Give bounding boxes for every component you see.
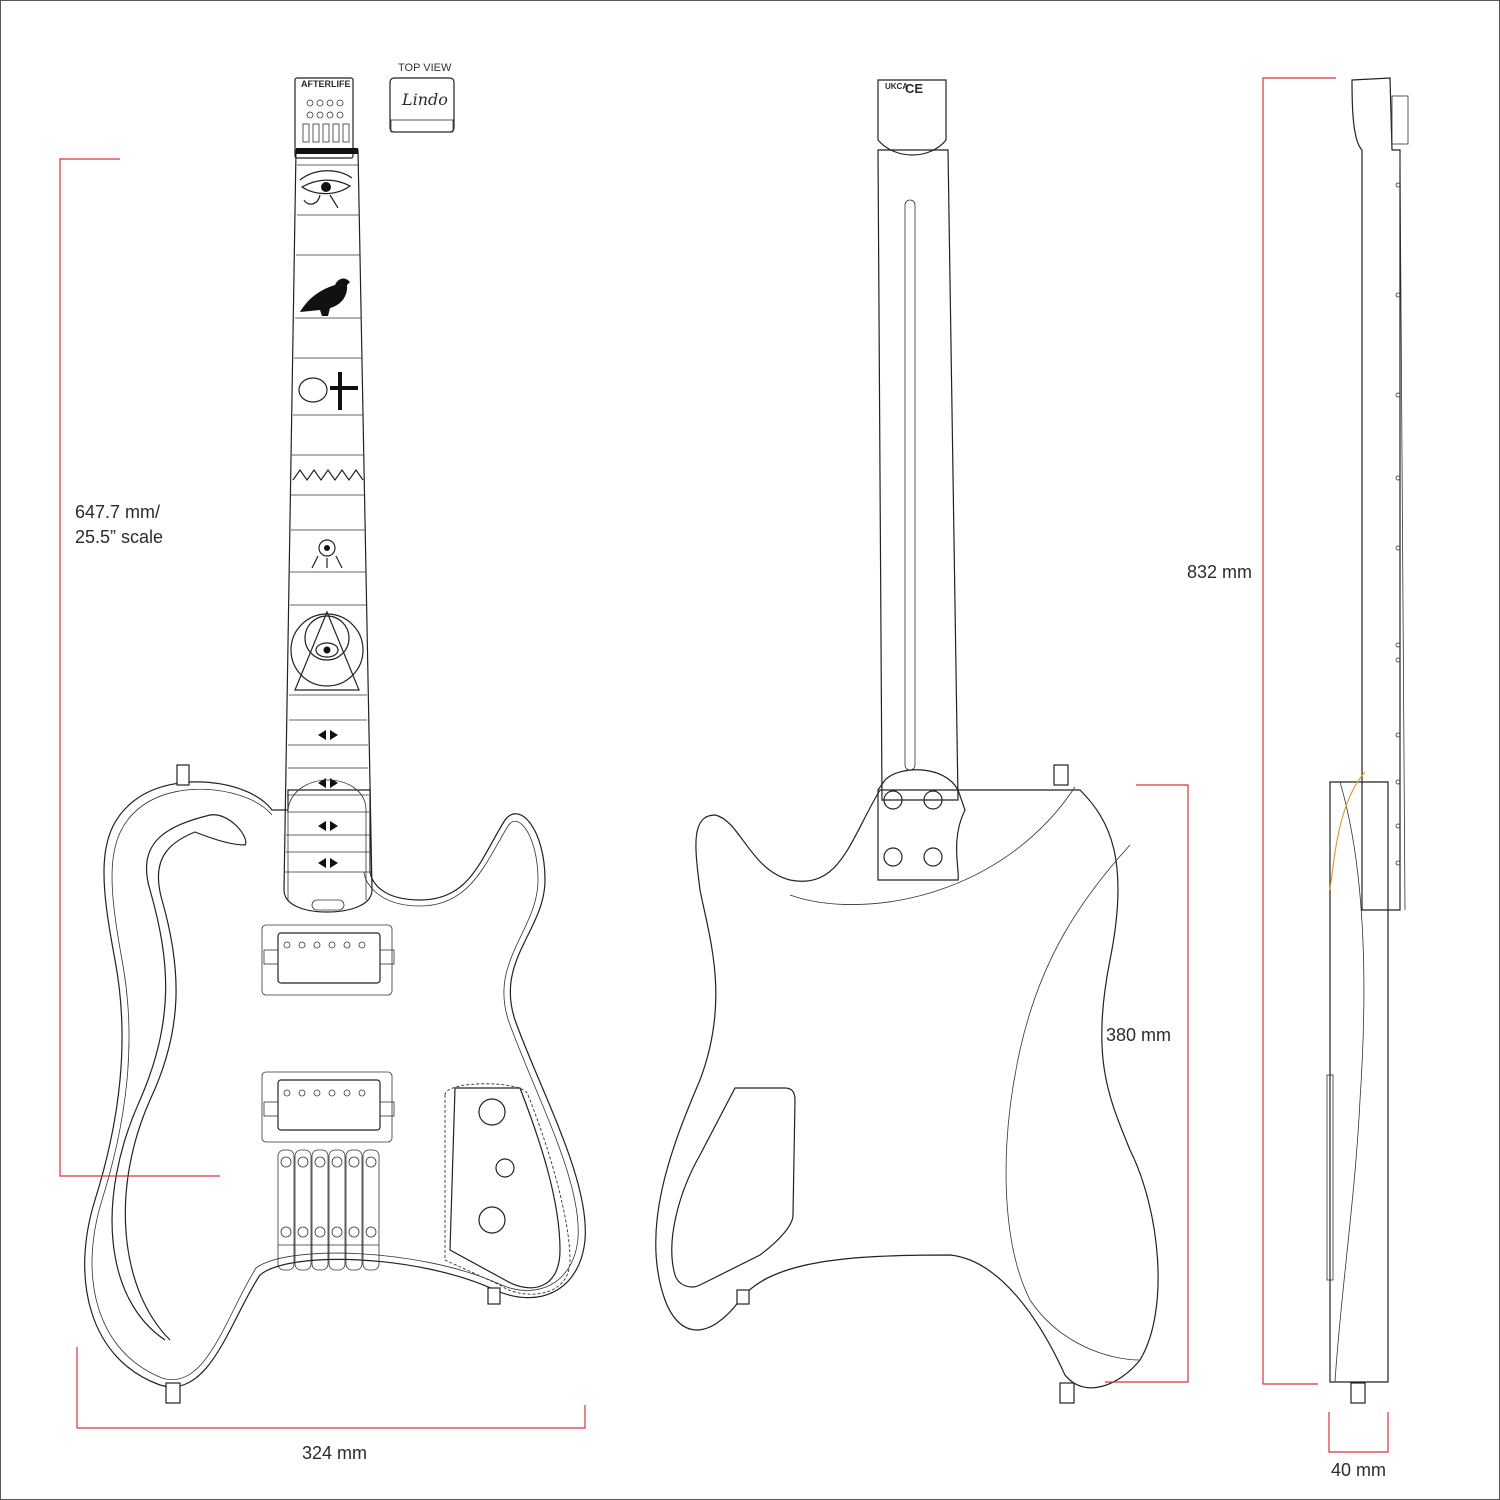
sun-rays-icon [311,539,343,569]
raven-icon [300,278,350,316]
ukca-mark: UKCA [885,82,909,91]
side-headstock-tuner [1391,95,1409,145]
control-plate [449,1087,561,1289]
side-view [1326,77,1409,1404]
top-view-headstock [389,77,455,133]
side-fretboard [1399,151,1406,911]
neck-bolts [883,790,943,867]
triangle-circle-eye-icon [290,610,364,691]
front-body-outline [84,781,586,1388]
total-width-label: 324 mm [302,1443,368,1463]
dimension-lines [59,77,1389,1453]
scale-length-label-line2: 25.5” scale [75,527,164,547]
eye-of-horus-icon [299,170,353,209]
rear-body-contour [1005,844,1141,1361]
neck-heel [287,779,367,900]
side-body-contour [1334,781,1365,1383]
ankh-icon [298,372,358,410]
tone-knob [495,1158,515,1178]
frets [285,164,371,873]
rear-headstock [877,79,947,156]
total-length-dimension [1262,77,1336,1385]
output-jack [487,1287,501,1305]
side-fret-markers [1395,182,1401,866]
rear-body-outline [655,789,1159,1389]
rear-view [655,79,1159,1404]
body-length-label: 380 mm [1106,1025,1172,1045]
maker-logo: Lindo [402,90,448,109]
headstock [294,77,354,159]
truss-rod-cover [311,899,345,911]
side-strap-button [1350,1382,1366,1404]
bridge-pickup [261,1071,395,1143]
rear-strap-button-top [1053,764,1069,786]
total-width-dimension [76,1347,586,1429]
control-cavity-dashed [444,1083,571,1295]
selector-knob [478,1206,506,1234]
rear-body-bevel [789,786,1076,905]
arrow-pair-icon [318,730,338,868]
water-zigzag-icon [292,468,364,482]
body-length-dimension [1105,784,1189,1383]
strap-button-bottom [165,1382,181,1404]
side-body [1329,781,1389,1383]
scale-length-label-line1: 647.7 mm/ [75,502,161,522]
bridge-saddles [277,1149,380,1271]
headstock-logo: AFTERLIFE [301,79,351,89]
rear-strap-button-bottom [1059,1382,1075,1404]
neck-pickup [261,924,395,996]
scale-length-dimension [59,158,220,1177]
tuner-holes [302,99,350,143]
fretboard-outline [283,149,373,913]
neck-plate [877,769,966,881]
total-length-label: 832 mm [1187,562,1253,582]
front-body-inner-outline [91,788,579,1381]
rear-jack [736,1289,750,1305]
strap-button-top [176,764,190,786]
top-view-label: TOP VIEW [398,62,452,74]
side-neck-headstock [1351,77,1401,911]
ce-mark: CE [905,81,924,96]
front-body-contour [111,814,247,1341]
truss-rod-slot [904,199,916,771]
body-depth-dimension [1328,1412,1389,1453]
front-view [84,77,586,1404]
volume-knob [478,1098,506,1126]
rear-neck [877,149,959,801]
nut-bar [296,148,358,154]
side-jack [1326,1074,1334,1281]
body-depth-label: 40 mm [1331,1460,1387,1480]
side-heel-highlight [1329,771,1366,891]
rear-cavity-cover [671,1087,796,1288]
